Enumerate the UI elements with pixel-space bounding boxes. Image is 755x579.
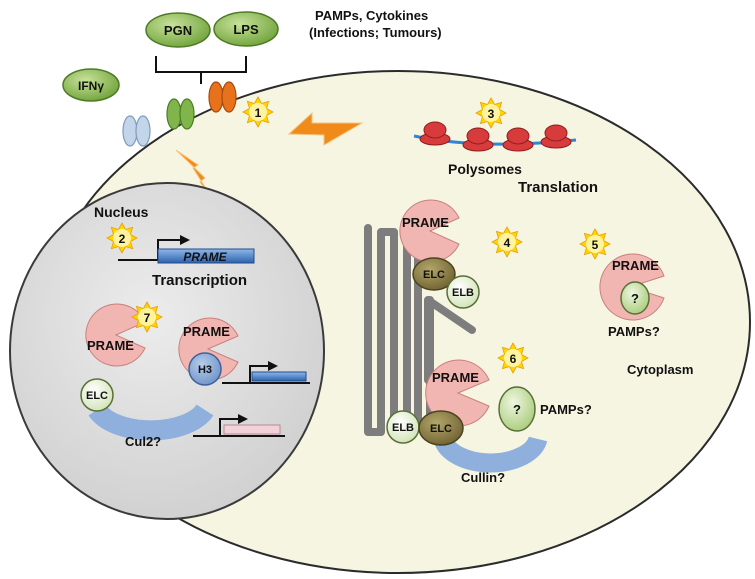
translation-label: Translation bbox=[518, 179, 598, 196]
h3-label: H3 bbox=[198, 364, 212, 376]
elc-protein bbox=[80, 378, 114, 412]
pgn-label: PGN bbox=[164, 23, 192, 38]
pamps-question-label: PAMPs? bbox=[540, 402, 592, 417]
elc-label: ELC bbox=[423, 269, 445, 281]
cul2-label: Cul2? bbox=[125, 434, 161, 449]
elc-protein bbox=[412, 257, 456, 291]
svg-text:1: 1 bbox=[255, 106, 262, 120]
unknown-label: ? bbox=[513, 402, 521, 417]
target-gene-1 bbox=[222, 361, 310, 384]
ligand-bracket bbox=[155, 56, 247, 84]
elb-label: ELB bbox=[392, 422, 414, 434]
lps-receptor bbox=[208, 81, 237, 113]
ifn-gamma-label: IFNγ bbox=[78, 79, 104, 93]
step-1-badge: 1 bbox=[242, 96, 274, 128]
svg-text:3: 3 bbox=[488, 107, 495, 121]
prame-label: PRAME bbox=[183, 324, 230, 339]
svg-text:7: 7 bbox=[144, 311, 151, 325]
cytoplasm-label: Cytoplasm bbox=[627, 362, 693, 377]
polysomes bbox=[413, 121, 577, 152]
prame-label: PRAME bbox=[612, 258, 659, 273]
pgn-receptor bbox=[166, 98, 195, 130]
unknown-pamp-protein bbox=[498, 386, 536, 432]
elb-label: ELB bbox=[452, 287, 474, 299]
prame-label: PRAME bbox=[87, 338, 134, 353]
nucleus-label: Nucleus bbox=[94, 204, 149, 220]
signal-bolt-icon bbox=[287, 111, 364, 146]
polysomes-label: Polysomes bbox=[448, 161, 522, 177]
prame-protein bbox=[425, 359, 490, 427]
lps-oval: LPS bbox=[213, 11, 279, 47]
cul2-scaffold bbox=[88, 404, 214, 441]
unknown-pamp-protein bbox=[620, 281, 650, 315]
step-6-badge: 6 bbox=[497, 342, 529, 374]
pamps-question-label: PAMPs? bbox=[608, 324, 660, 339]
ifn-gamma-oval: IFNγ bbox=[62, 68, 120, 102]
step-3-badge: 3 bbox=[475, 97, 507, 129]
lps-label: LPS bbox=[233, 22, 259, 37]
prame-gene-label: PRAME bbox=[183, 250, 227, 264]
svg-text:4: 4 bbox=[504, 236, 511, 250]
pamps-cytokines-subtitle: (Infections; Tumours) bbox=[309, 25, 442, 40]
svg-text:6: 6 bbox=[510, 352, 517, 366]
cullin-scaffold bbox=[433, 435, 548, 473]
elb-protein bbox=[446, 275, 480, 309]
step-7-badge: 7 bbox=[131, 301, 163, 333]
prame-gene: PRAME bbox=[118, 235, 255, 264]
step-2-badge: 2 bbox=[106, 222, 138, 254]
svg-text:5: 5 bbox=[592, 238, 599, 252]
cullin-label: Cullin? bbox=[461, 470, 505, 485]
target-gene-2 bbox=[193, 414, 285, 437]
prame-label: PRAME bbox=[402, 215, 449, 230]
ifn-receptor bbox=[122, 115, 151, 147]
svg-text:2: 2 bbox=[119, 232, 126, 246]
unknown-label: ? bbox=[631, 291, 639, 306]
histone-h3 bbox=[188, 352, 222, 386]
elc-label: ELC bbox=[430, 423, 452, 435]
elc-protein bbox=[418, 410, 464, 446]
transcription-label: Transcription bbox=[152, 272, 247, 289]
step-4-badge: 4 bbox=[491, 226, 523, 258]
pamps-cytokines-title: PAMPs, Cytokines bbox=[315, 8, 428, 23]
elc-label: ELC bbox=[86, 390, 108, 402]
prame-label: PRAME bbox=[432, 370, 479, 385]
pgn-oval: PGN bbox=[145, 12, 211, 48]
nucleus bbox=[9, 182, 325, 520]
step-5-badge: 5 bbox=[579, 228, 611, 260]
prame-protein bbox=[85, 303, 146, 367]
